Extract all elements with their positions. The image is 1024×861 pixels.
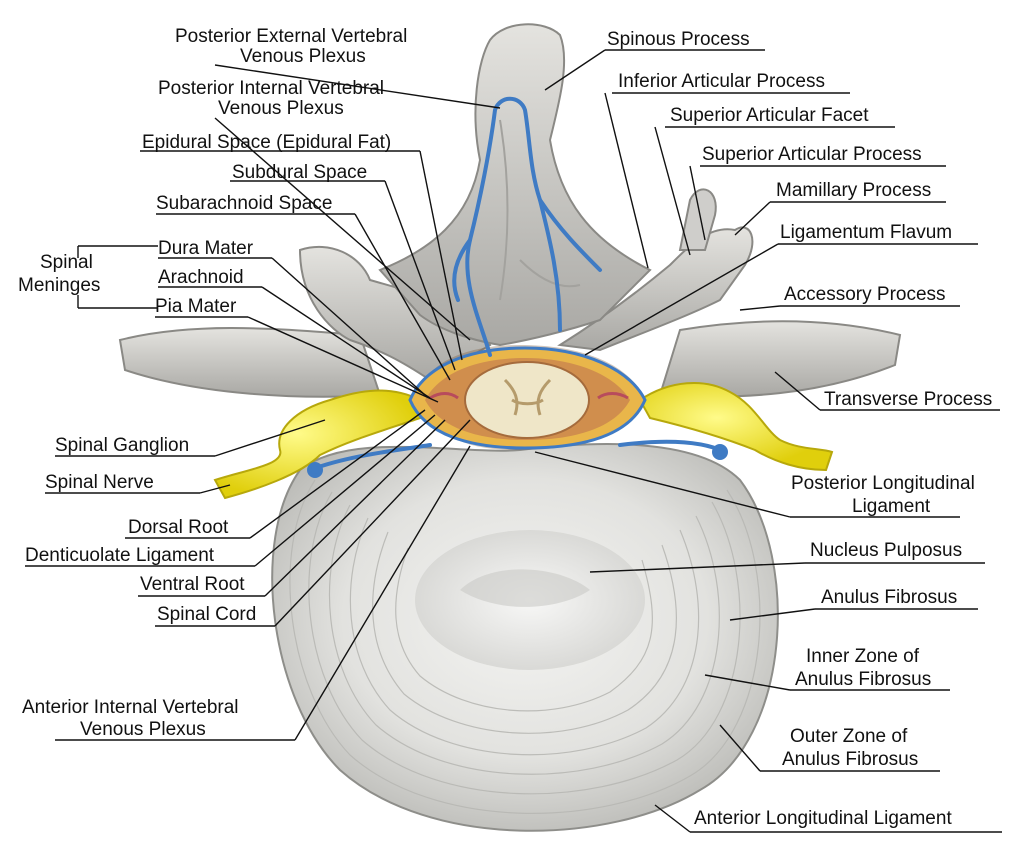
label-ventral-root: Ventral Root [140,574,245,595]
label-ligamentum-flavum: Ligamentum Flavum [780,222,952,243]
label-superior-articular-facet: Superior Articular Facet [670,105,869,126]
label-posterior-longitudinal-1: Posterior Longitudinal [791,473,975,494]
label-dorsal-root: Dorsal Root [128,517,229,538]
label-posterior-internal-plexus-2: Venous Plexus [218,98,344,119]
label-posterior-longitudinal-2: Ligament [852,496,931,517]
label-spinal-nerve: Spinal Nerve [45,472,154,493]
intervertebral-disc [271,442,779,832]
leader-lines [25,64,501,741]
label-transverse-process: Transverse Process [824,389,992,410]
labels-right: Spinous Process Inferior Articular Proce… [607,29,992,829]
label-outer-zone-2: Anulus Fibrosus [782,749,918,770]
label-subarachnoid-space: Subarachnoid Space [156,193,332,214]
label-inner-zone-1: Inner Zone of [806,646,920,667]
label-posterior-external-plexus-1: Posterior External Vertebral [175,26,407,47]
label-superior-articular-process: Superior Articular Process [702,144,922,165]
label-spinal-cord: Spinal Cord [157,604,256,625]
label-inner-zone-2: Anulus Fibrosus [795,669,931,690]
label-outer-zone-1: Outer Zone of [790,726,908,747]
label-dura-mater: Dura Mater [158,238,254,259]
label-pia-mater: Pia Mater [155,296,237,317]
label-inferior-articular-process: Inferior Articular Process [618,71,825,92]
label-anterior-longitudinal-ligament: Anterior Longitudinal Ligament [694,808,952,829]
label-epidural-space: Epidural Space (Epidural Fat) [142,132,391,153]
label-posterior-internal-plexus-1: Posterior Internal Vertebral [158,78,384,99]
label-anterior-internal-plexus-2: Venous Plexus [80,719,206,740]
label-spinal-meninges-2: Meninges [18,275,100,296]
label-subdural-space: Subdural Space [232,162,367,183]
label-mamillary-process: Mamillary Process [776,180,931,201]
label-spinal-meninges-1: Spinal [40,252,93,273]
label-nucleus-pulposus: Nucleus Pulposus [810,540,962,561]
label-accessory-process: Accessory Process [784,284,946,305]
label-anterior-internal-plexus-1: Anterior Internal Vertebral [22,697,239,718]
leader-lines-right [534,49,1002,833]
venous-plexus [307,96,728,478]
label-spinous-process: Spinous Process [607,29,750,50]
label-spinal-ganglion: Spinal Ganglion [55,435,189,456]
label-posterior-external-plexus-2: Venous Plexus [240,46,366,67]
label-anulus-fibrosus: Anulus Fibrosus [821,587,957,608]
spinal-nerve [213,382,834,500]
label-denticulate-ligament: Denticuolate Ligament [25,545,215,566]
label-arachnoid: Arachnoid [158,267,244,288]
labels-left: Posterior External Vertebral Venous Plex… [18,26,407,740]
spinal-cord [408,346,647,450]
